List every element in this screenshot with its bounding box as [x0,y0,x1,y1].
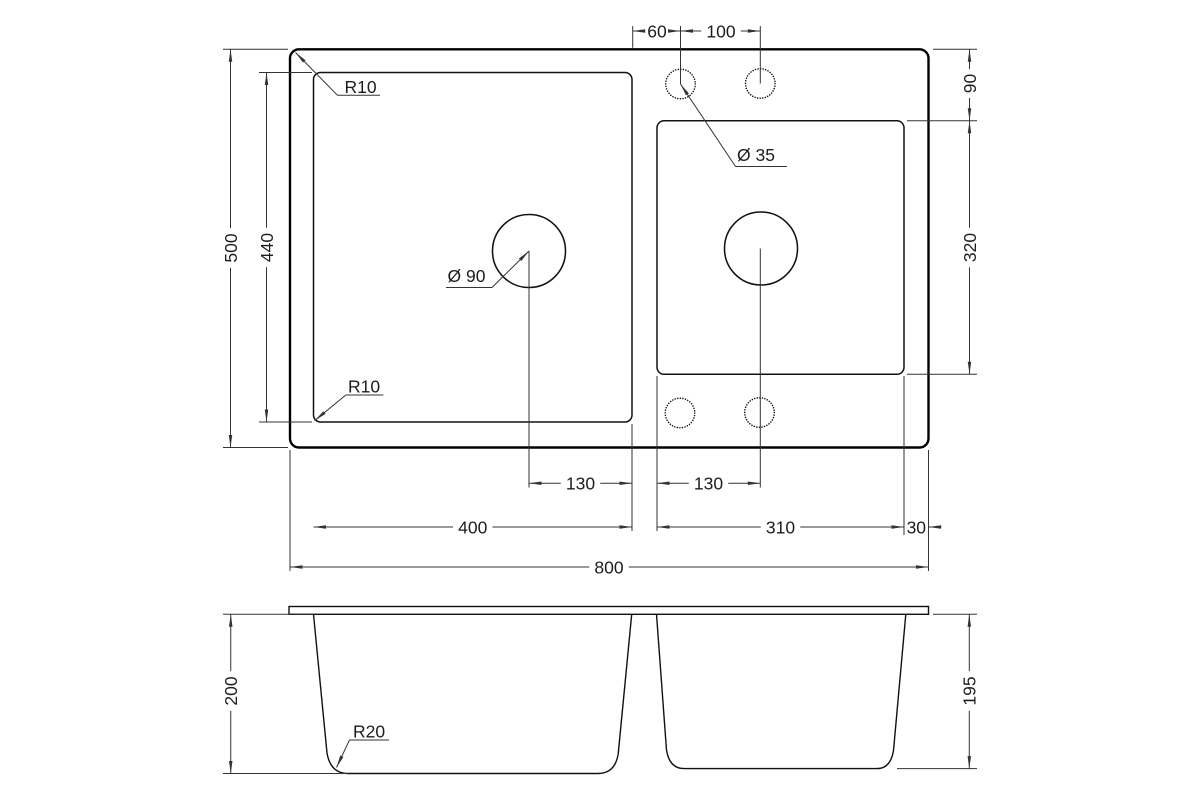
svg-text:Ø 35: Ø 35 [737,145,775,165]
svg-text:130: 130 [566,474,595,494]
svg-text:800: 800 [594,557,623,577]
svg-text:195: 195 [960,676,980,705]
svg-text:310: 310 [766,517,795,537]
svg-text:90: 90 [960,74,980,94]
svg-text:30: 30 [907,517,927,537]
svg-text:100: 100 [706,21,735,41]
svg-text:130: 130 [694,474,723,494]
svg-text:R20: R20 [353,721,385,741]
svg-text:200: 200 [221,676,241,705]
svg-text:R10: R10 [348,376,380,396]
svg-text:400: 400 [458,517,487,537]
svg-text:R10: R10 [345,77,377,97]
svg-text:500: 500 [221,233,241,262]
svg-text:Ø 90: Ø 90 [448,266,486,286]
svg-text:60: 60 [647,21,667,41]
svg-text:320: 320 [960,233,980,262]
svg-text:440: 440 [257,233,277,262]
